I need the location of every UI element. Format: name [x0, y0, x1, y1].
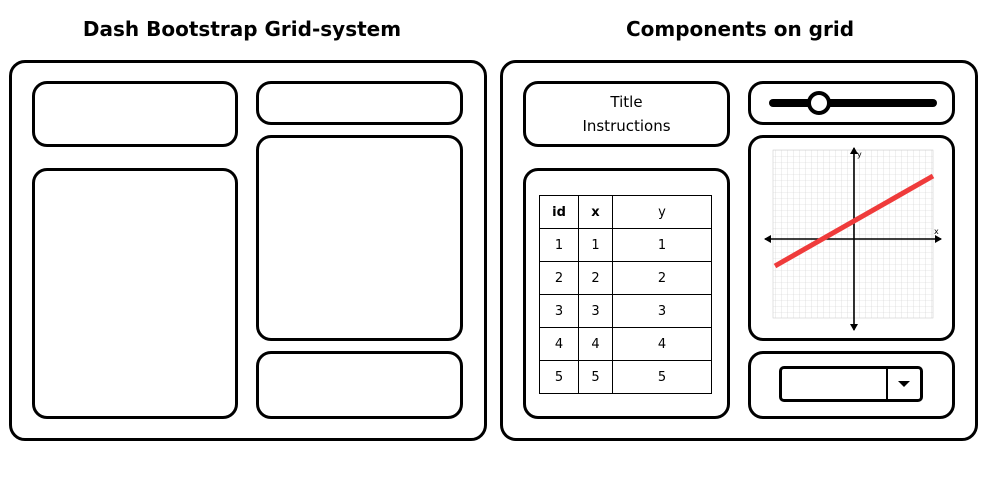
table-cell: 1	[612, 228, 712, 262]
instructions-text: Instructions	[582, 117, 671, 135]
table-cell: 2	[612, 261, 712, 295]
grid-cell-top-left	[32, 81, 238, 147]
grid-cell-bottom-right	[256, 351, 463, 419]
slider-card	[748, 81, 955, 125]
x-axis-left-arrow	[764, 235, 771, 243]
dropdown-toggle[interactable]	[886, 369, 920, 399]
x-axis-right-arrow	[935, 235, 942, 243]
table-cell: 4	[612, 327, 712, 361]
table-cell: 1	[539, 228, 579, 262]
grid-cell-large-left	[32, 168, 238, 419]
trend-line	[773, 173, 935, 269]
grid-cell-top-right	[256, 81, 463, 125]
table-cell: 5	[578, 360, 613, 394]
line-graph: x y	[764, 147, 942, 331]
grid-cell-middle-right	[256, 135, 463, 341]
table-row: 3 3 3	[539, 294, 712, 328]
y-axis-label: y	[857, 150, 862, 159]
graph-card: x y	[748, 135, 955, 341]
table-cell: 5	[539, 360, 579, 394]
slider-handle[interactable]	[807, 91, 832, 115]
slider-track[interactable]	[769, 99, 937, 107]
chevron-down-icon	[898, 381, 910, 387]
dropdown-card	[748, 351, 955, 419]
right-heading: Components on grid	[625, 17, 855, 41]
table-header-row: id x y	[539, 195, 712, 229]
graph-gridlines	[772, 149, 934, 319]
table-cell: 4	[539, 327, 579, 361]
table-row: 4 4 4	[539, 327, 712, 361]
x-axis-label: x	[934, 227, 939, 236]
title-card: Title Instructions	[523, 81, 730, 147]
table-cell: 1	[578, 228, 613, 262]
dropdown-select[interactable]	[779, 366, 923, 402]
y-axis-top-arrow	[850, 147, 858, 154]
data-table: id x y 1 1 1 2 2 2 3 3 3 4 4	[539, 195, 712, 394]
table-cell: 3	[612, 294, 712, 328]
table-cell: 3	[539, 294, 579, 328]
column-header-y: y	[612, 195, 712, 229]
title-text: Title	[610, 93, 643, 111]
table-row: 2 2 2	[539, 261, 712, 295]
table-cell: 3	[578, 294, 613, 328]
column-header-id: id	[539, 195, 579, 229]
table-cell: 5	[612, 360, 712, 394]
table-cell: 2	[578, 261, 613, 295]
table-row: 5 5 5	[539, 360, 712, 394]
table-cell: 4	[578, 327, 613, 361]
table-cell: 2	[539, 261, 579, 295]
column-header-x: x	[578, 195, 613, 229]
y-axis-bottom-arrow	[850, 324, 858, 331]
left-heading: Dash Bootstrap Grid-system	[82, 17, 402, 41]
table-card: id x y 1 1 1 2 2 2 3 3 3 4 4	[523, 168, 730, 419]
table-row: 1 1 1	[539, 228, 712, 262]
